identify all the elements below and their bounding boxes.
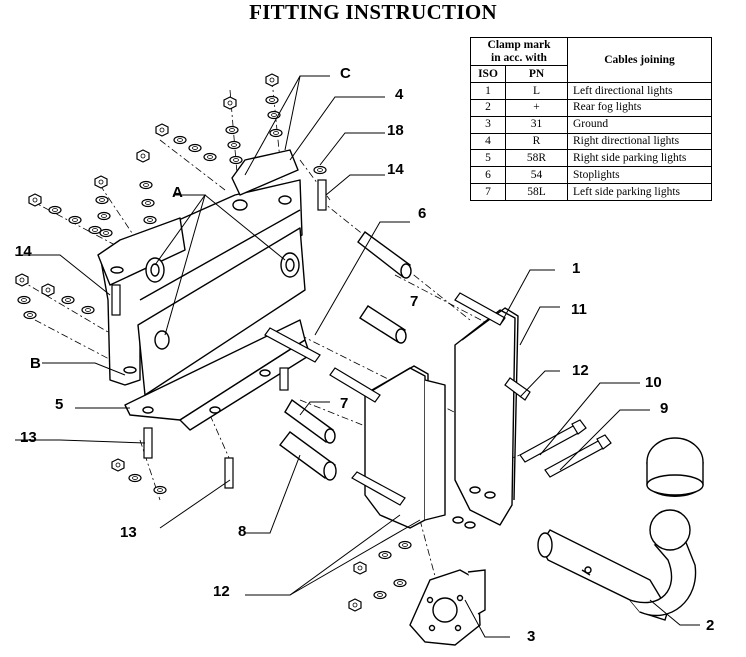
callout-B: B: [30, 355, 41, 372]
legend-cable: Right side parking lights: [567, 149, 712, 168]
callout-11: 11: [571, 301, 587, 318]
legend-cable: Right directional lights: [567, 132, 712, 151]
callout-leader-lines: [15, 75, 700, 638]
spacer-tubes: [279, 231, 412, 481]
callout-18: 18: [387, 122, 404, 139]
legend-pn: 58L: [505, 183, 568, 201]
cable-legend-table: Clamp mark in acc. with Cables joining I…: [470, 36, 712, 201]
callout-1: 1: [572, 260, 580, 277]
callout-14-left: 14: [15, 243, 32, 260]
legend-header-clamp-line2: in acc. with: [491, 51, 547, 64]
callout-7-bottom: 7: [340, 395, 348, 412]
callout-8: 8: [238, 523, 246, 540]
callout-14-right: 14: [387, 161, 404, 178]
socket-mounting-plate: [409, 569, 486, 646]
legend-header-cables: Cables joining: [567, 36, 712, 84]
callout-12-bottom: 12: [213, 583, 230, 600]
callout-7-top: 7: [410, 293, 418, 310]
bolts: [111, 179, 612, 506]
callout-6: 6: [418, 205, 426, 222]
callout-9: 9: [660, 400, 668, 417]
callout-3: 3: [527, 628, 535, 645]
tow-ball-hitch: [537, 437, 704, 621]
page-title: FITTING INSTRUCTION: [249, 0, 497, 24]
callout-labels: C 4 18 14 A 6 14 1 7 11 B 12 10 5 7 9 13…: [15, 65, 714, 645]
legend-cable: Left side parking lights: [567, 183, 712, 201]
legend-header-clamp: Clamp mark in acc. with: [470, 36, 568, 67]
callout-5: 5: [55, 396, 63, 413]
callout-2: 2: [706, 617, 714, 634]
callout-A: A: [172, 184, 183, 201]
main-crossbar-bracket: [97, 149, 311, 431]
legend-pn: 58R: [505, 149, 568, 168]
legend-header-row: Clamp mark in acc. with Cables joining: [470, 36, 712, 84]
callout-4: 4: [395, 86, 404, 103]
legend-header-pn: PN: [505, 65, 568, 84]
legend-header-clamp-line1: Clamp mark: [487, 38, 551, 51]
legend-cable: Stoplights: [567, 166, 712, 185]
callout-12-right: 12: [572, 362, 589, 379]
callout-10: 10: [645, 374, 662, 391]
callout-13-bottom: 13: [120, 524, 137, 541]
callout-C: C: [340, 65, 351, 82]
callout-13-top: 13: [20, 429, 37, 446]
